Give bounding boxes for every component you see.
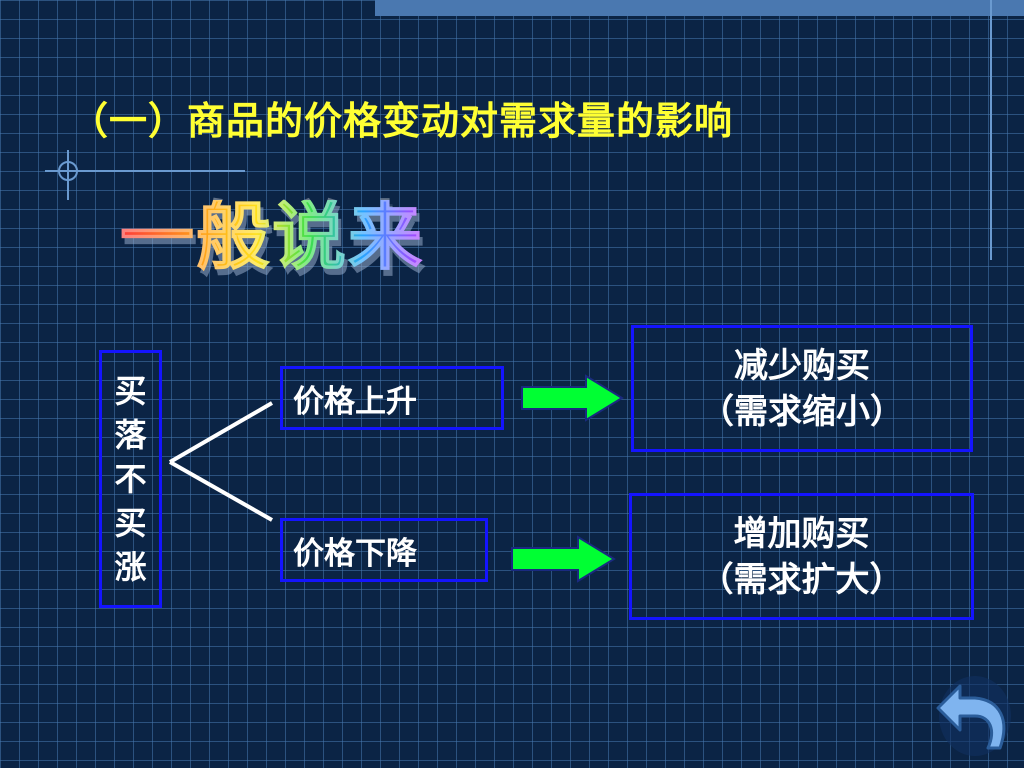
price-fall-box: 价格下降	[280, 518, 488, 582]
demand-decrease-box: 减少购买 （需求缩小）	[631, 325, 973, 452]
left-label-char: 不	[114, 460, 147, 498]
branch-line-down	[169, 460, 273, 522]
price-rise-label: 价格上升	[293, 383, 417, 420]
left-label-char: 买	[114, 504, 147, 542]
decorative-ring	[58, 161, 78, 181]
wordart-heading: 一般说来	[120, 194, 424, 280]
return-arrow-icon[interactable]	[936, 676, 1011, 756]
result-line: 增加购买	[733, 513, 870, 554]
result-line: （需求扩大）	[699, 559, 904, 600]
price-fall-label: 价格下降	[293, 535, 417, 572]
result-line: 减少购买	[734, 345, 870, 386]
branch-line-up	[168, 401, 274, 464]
demand-increase-box: 增加购买 （需求扩大）	[629, 493, 974, 620]
price-rise-box: 价格上升	[280, 366, 504, 430]
result-line: （需求缩小）	[700, 391, 904, 432]
left-label-box: 买 落 不 买 涨	[99, 350, 162, 608]
slide-title: （一）商品的价格变动对需求量的影响	[70, 99, 734, 143]
decorative-line-right	[990, 0, 992, 260]
left-label-char: 买	[114, 372, 147, 410]
decorative-line-horizontal	[45, 170, 245, 172]
arrow-right-icon	[511, 535, 616, 583]
left-label-char: 落	[114, 416, 147, 454]
left-label-char: 涨	[114, 548, 147, 586]
arrow-right-icon	[521, 374, 624, 422]
top-band-decoration	[375, 0, 1024, 16]
